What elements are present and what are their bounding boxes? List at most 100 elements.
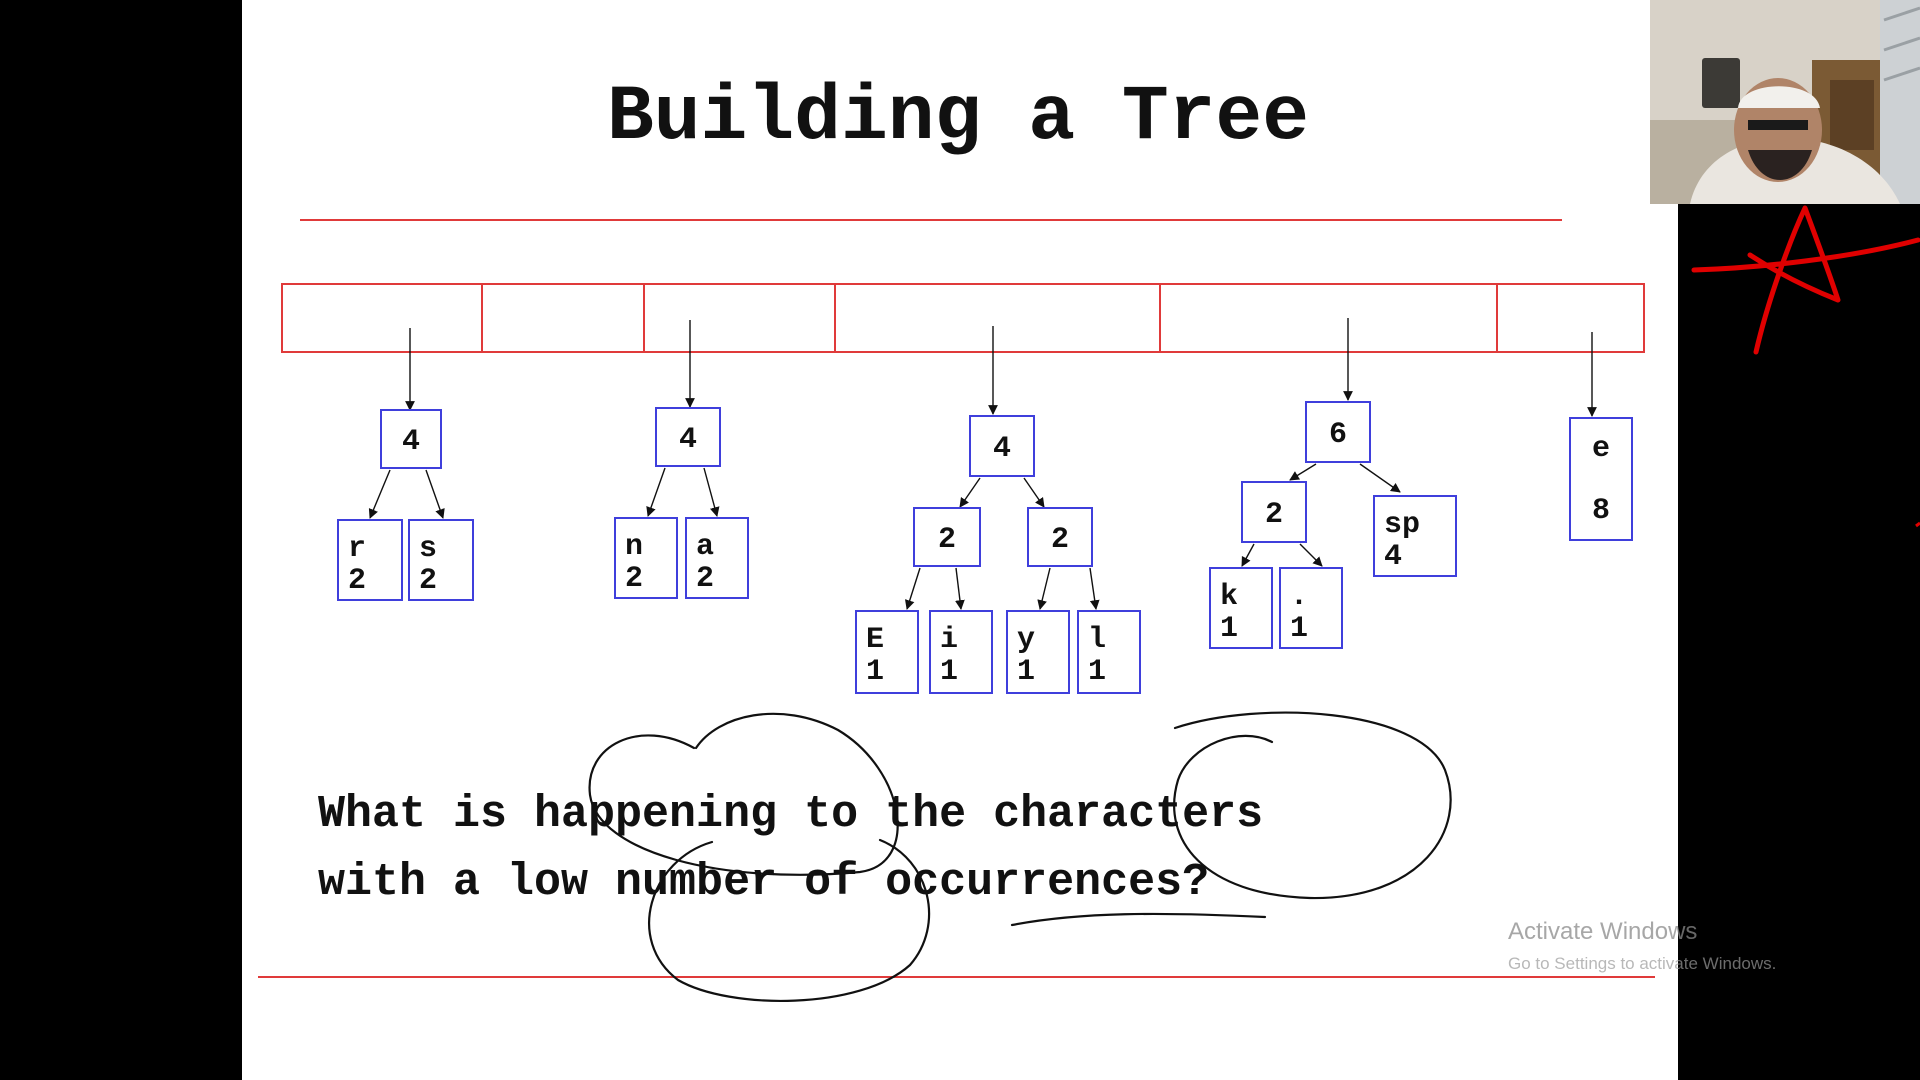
tree-edge	[1037, 567, 1051, 610]
tree-edge	[1023, 477, 1045, 508]
watermark-subtitle: Go to Settings to activate Windows.	[1508, 954, 1776, 973]
leaf-character: a	[696, 530, 714, 564]
tree-2-leaf-n: n2	[614, 517, 678, 599]
leaf-character: i	[940, 623, 958, 657]
ink-annotations	[588, 711, 1452, 1002]
queue-frame	[643, 283, 1645, 353]
leaf-character: s	[419, 532, 437, 566]
question-line-1: What is happening to the characters	[318, 789, 1263, 840]
tree-4-leaf-k: k1	[1209, 567, 1273, 649]
tree-3-leaf-y: y1	[1006, 610, 1070, 694]
leaf-box	[337, 519, 403, 601]
leaf-box	[1209, 567, 1273, 649]
leaf-count: 1	[1017, 655, 1035, 689]
node-box	[655, 407, 721, 467]
leaf-count: 1	[940, 655, 958, 689]
leaf-box	[614, 517, 678, 599]
tree-4-mid: 2	[1241, 481, 1307, 543]
tree-3-leaf-l: l1	[1077, 610, 1141, 694]
leaf-box	[1279, 567, 1343, 649]
tree-4-root: 6	[1305, 401, 1371, 463]
node-weight: 4	[402, 425, 420, 459]
leaf-box	[1373, 495, 1457, 577]
queue-cells	[281, 283, 1645, 353]
node-weight: 6	[1329, 418, 1347, 452]
tree-2-root: 4	[655, 407, 721, 467]
leaf-character: .	[1290, 580, 1308, 614]
tree-3-mid-left: 2	[913, 507, 981, 567]
node-box	[1241, 481, 1307, 543]
node-weight: 2	[1051, 523, 1069, 557]
leaf-count: 2	[348, 564, 366, 598]
tree-4-leaf-dot: .1	[1279, 567, 1343, 649]
leaf-box	[929, 610, 993, 694]
tree-edge	[904, 567, 921, 610]
tree-1-leaf-s: s2	[408, 519, 474, 601]
watermark-title: Activate Windows	[1508, 918, 1697, 945]
leaf-character: l	[1088, 623, 1106, 657]
tree-3-root: 4	[969, 415, 1035, 477]
node-box	[1305, 401, 1371, 463]
tree-edge	[646, 467, 666, 517]
underline-annotation	[1010, 912, 1267, 927]
tree-1-leaf-r: r2	[337, 519, 403, 601]
red-mark-annotation	[1915, 521, 1920, 528]
leaf-count: 1	[1220, 612, 1238, 646]
circle-annotation	[588, 712, 899, 876]
circle-annotation	[1173, 711, 1452, 900]
leaf-character: n	[625, 530, 643, 564]
tree-1-root: 4	[380, 409, 442, 469]
tree-edge	[1289, 463, 1317, 481]
leaf-box	[1077, 610, 1141, 694]
leaf-count: 4	[1384, 540, 1402, 574]
leaf-box	[1569, 417, 1633, 541]
leaf-count: 1	[1290, 612, 1308, 646]
leaf-character: r	[348, 532, 366, 566]
tree-4-leaf-sp: sp4	[1373, 495, 1457, 577]
leaf-count: 2	[696, 562, 714, 596]
tree-edge	[368, 469, 391, 519]
tree-edge	[1241, 543, 1255, 567]
slide-title: Building a Tree	[607, 74, 1309, 162]
node-weight: 2	[938, 523, 956, 557]
leaf-box	[1006, 610, 1070, 694]
leaf-count: 2	[419, 564, 437, 598]
tree-edge	[1299, 543, 1323, 567]
node-weight: 4	[993, 432, 1011, 466]
node-box	[380, 409, 442, 469]
tree-5-leaf-e: e8	[1569, 417, 1633, 541]
leaf-character: E	[866, 623, 884, 657]
red-star-annotation	[1691, 205, 1920, 355]
presenter-webcam	[1650, 0, 1920, 204]
tree-edge	[1359, 463, 1401, 493]
tree-edge	[425, 469, 445, 519]
leaf-count: 8	[1592, 494, 1610, 528]
node-box	[913, 507, 981, 567]
node-weight: 2	[1265, 498, 1283, 532]
leaf-count: 1	[1088, 655, 1106, 689]
tree-edges	[368, 318, 1597, 610]
tree-3-leaf-E: E1	[855, 610, 919, 694]
leaf-count: 1	[866, 655, 884, 689]
tree-edge	[959, 477, 981, 508]
leaf-character: y	[1017, 623, 1035, 657]
leaf-box	[855, 610, 919, 694]
node-weight: 4	[679, 423, 697, 457]
circle-annotation	[648, 838, 931, 1002]
node-box	[1027, 507, 1093, 567]
leaf-box	[408, 519, 474, 601]
leaf-character: k	[1220, 580, 1238, 614]
tree-2-leaf-a: a2	[685, 517, 749, 599]
leaf-character: sp	[1384, 508, 1420, 542]
leaf-count: 2	[625, 562, 643, 596]
tree-edge	[955, 567, 965, 610]
leaf-box	[685, 517, 749, 599]
tree-edge	[1089, 567, 1100, 610]
node-box	[969, 415, 1035, 477]
question-line-2: with a low number of occurrences?	[318, 857, 1209, 908]
leaf-character: e	[1592, 432, 1610, 466]
tree-edge	[703, 467, 720, 517]
